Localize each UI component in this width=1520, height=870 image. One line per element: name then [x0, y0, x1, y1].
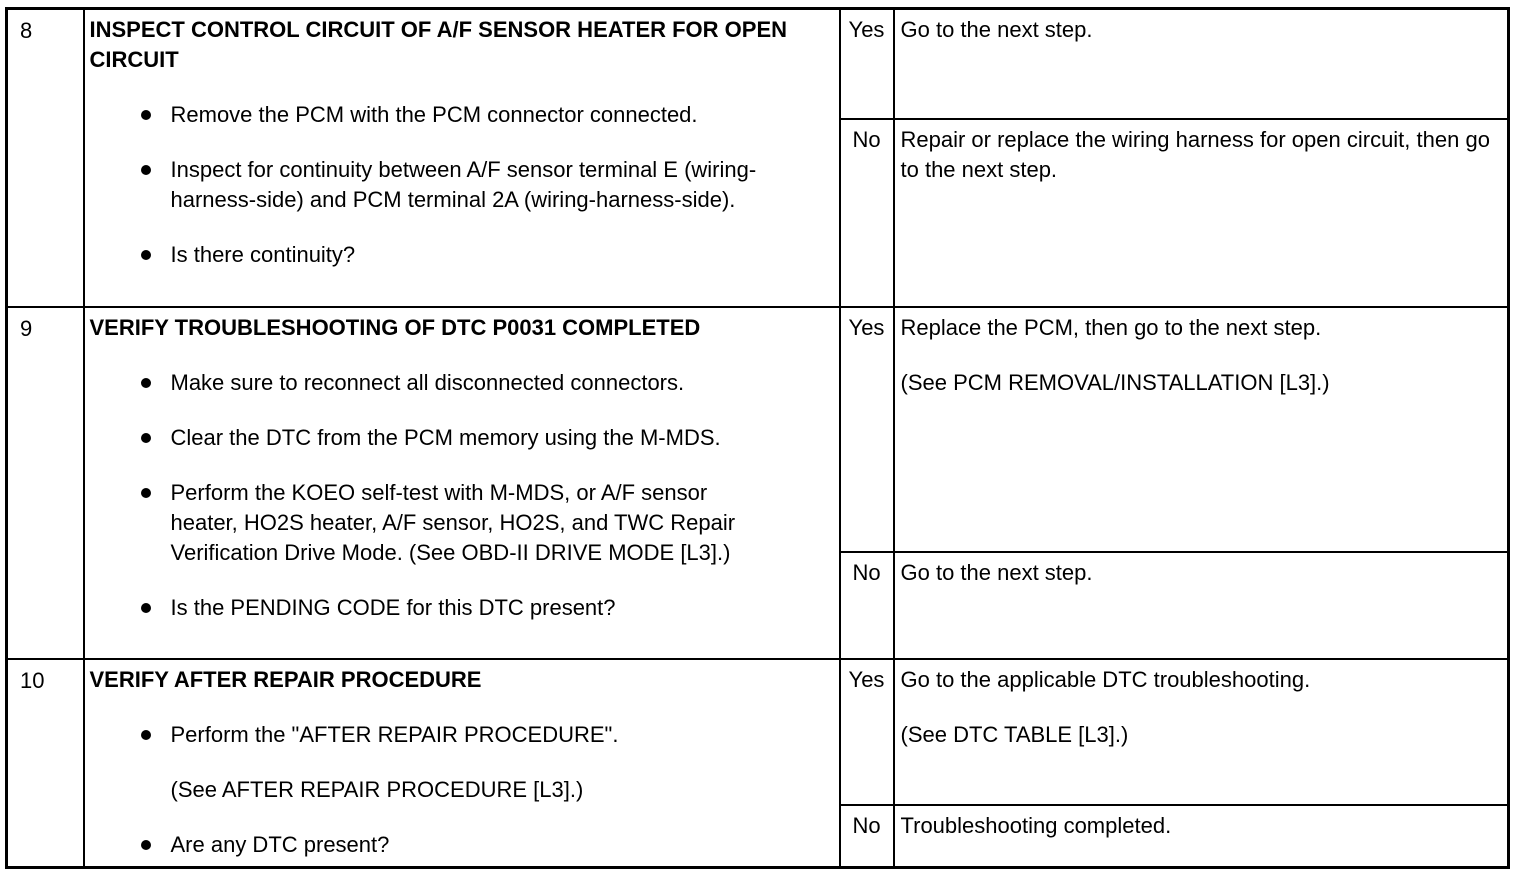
result-cell: Go to the next step. [892, 550, 1510, 660]
action-item-text: (See AFTER REPAIR PROCEDURE [L3].) [170, 776, 584, 802]
step-number-text: 9 [20, 315, 33, 341]
action-title: VERIFY TROUBLESHOOTING OF DTC P0031 COMP… [89, 314, 701, 340]
result-text: Repair or replace the wiring harness for… [900, 126, 1490, 182]
action-item-text: Perform the KOEO self-test with M-MDS, o… [170, 479, 736, 565]
action-item-text: Perform the "AFTER REPAIR PROCEDURE". [170, 721, 619, 747]
answer-cell-no: No [838, 804, 895, 868]
action-cell: VERIFY AFTER REPAIR PROCEDURE Perform th… [82, 657, 841, 868]
answer-label: Yes [848, 314, 885, 340]
result-cell: Troubleshooting completed. [892, 804, 1510, 868]
bullet-icon [140, 165, 151, 175]
action-item-text: Remove the PCM with the PCM connector co… [170, 102, 698, 127]
answer-cell-no: No [838, 550, 895, 660]
bullet-icon [140, 432, 151, 443]
step-number: 8 [5, 7, 85, 308]
action-title: INSPECT CONTROL CIRCUIT OF A/F SENSOR HE… [89, 17, 788, 72]
action-item-note: (See AFTER REPAIR PROCEDURE [L3].) [90, 775, 831, 805]
step-number: 9 [5, 305, 85, 660]
answer-cell-yes: Yes [838, 657, 895, 807]
result-text: Go to the next step. [900, 17, 1093, 42]
result-text: (See DTC TABLE [L3].) [900, 721, 1129, 747]
action-item-text: Clear the DTC from the PCM memory using … [170, 424, 721, 450]
action-item: Perform the "AFTER REPAIR PROCEDURE". [90, 720, 831, 750]
action-item: Are any DTC present? [90, 830, 831, 860]
answer-cell-yes: Yes [838, 7, 895, 120]
action-item: Remove the PCM with the PCM connector co… [90, 100, 831, 130]
step-number-text: 8 [20, 18, 33, 43]
action-item-text: Is the PENDING CODE for this DTC present… [170, 594, 616, 620]
bullet-icon [140, 729, 151, 740]
action-item-text: Make sure to reconnect all disconnected … [170, 369, 685, 395]
action-cell: VERIFY TROUBLESHOOTING OF DTC P0031 COMP… [82, 305, 841, 660]
answer-label: Yes [848, 666, 885, 692]
bullet-icon [140, 487, 151, 498]
result-cell: Replace the PCM, then go to the next ste… [892, 305, 1510, 553]
answer-cell-yes: Yes [838, 305, 895, 553]
action-item-text: Inspect for continuity between A/F senso… [170, 157, 757, 212]
troubleshooting-table: 8 INSPECT CONTROL CIRCUIT OF A/F SENSOR … [5, 7, 1510, 869]
result-cell: Go to the applicable DTC troubleshooting… [892, 657, 1510, 807]
result-cell: Repair or replace the wiring harness for… [892, 117, 1510, 308]
result-text: Go to the next step. [900, 559, 1093, 585]
answer-label: Yes [848, 17, 885, 42]
result-text: (See PCM REMOVAL/INSTALLATION [L3].) [900, 369, 1330, 395]
bullet-icon [140, 110, 151, 120]
step-number-text: 10 [20, 667, 45, 693]
action-item: Is the PENDING CODE for this DTC present… [90, 593, 831, 623]
action-item-text: Are any DTC present? [170, 831, 390, 857]
action-item: Make sure to reconnect all disconnected … [90, 368, 831, 398]
result-cell: Go to the next step. [892, 7, 1510, 120]
answer-label: No [852, 559, 881, 585]
result-text: Troubleshooting completed. [900, 813, 1172, 839]
action-item: Inspect for continuity between A/F senso… [90, 155, 831, 215]
bullet-icon [140, 602, 151, 613]
bullet-icon [140, 839, 151, 850]
action-item: Is there continuity? [90, 240, 831, 270]
result-text: Go to the applicable DTC troubleshooting… [900, 666, 1311, 692]
bullet-icon [140, 377, 151, 388]
action-cell: INSPECT CONTROL CIRCUIT OF A/F SENSOR HE… [82, 7, 841, 308]
answer-cell-no: No [838, 117, 895, 308]
step-number: 10 [5, 657, 85, 868]
answer-label: No [852, 813, 881, 839]
bullet-icon [140, 250, 151, 260]
action-item-text: Is there continuity? [170, 242, 356, 267]
action-title: VERIFY AFTER REPAIR PROCEDURE [89, 666, 482, 692]
answer-label: No [852, 126, 881, 152]
action-item: Perform the KOEO self-test with M-MDS, o… [90, 478, 831, 568]
action-item: Clear the DTC from the PCM memory using … [90, 423, 831, 453]
result-text: Replace the PCM, then go to the next ste… [900, 314, 1322, 340]
